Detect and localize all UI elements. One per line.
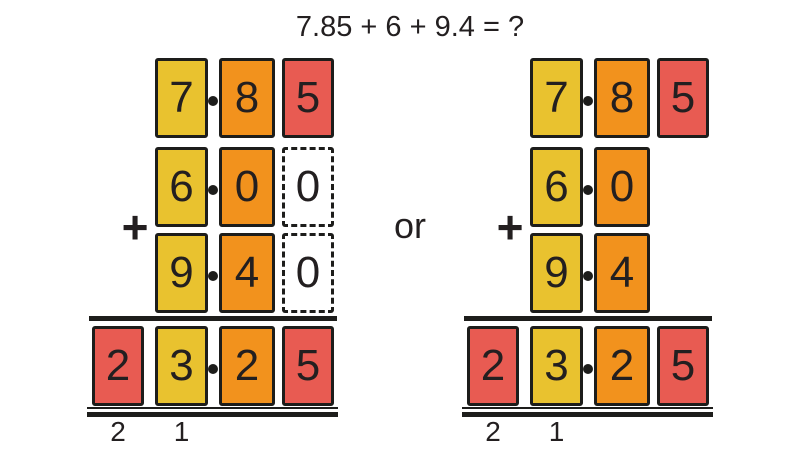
decimal-point-dot <box>208 271 218 281</box>
total-line-thick <box>87 412 338 417</box>
tile-sum-hundredths: 5 <box>282 326 334 406</box>
tile-ones: 9 <box>530 233 583 313</box>
tile-sum-tenths: 2 <box>219 326 275 406</box>
tile-sum-ones: 3 <box>155 326 208 406</box>
tile-hundredths: 5 <box>657 58 709 138</box>
equation-title: 7.85 + 6 + 9.4 = ? <box>295 11 525 43</box>
tile-tenths: 0 <box>594 147 650 227</box>
decimal-point-dot <box>583 364 593 374</box>
tile-sum-hundredths: 5 <box>657 326 709 406</box>
sum-line <box>89 316 337 321</box>
tile-tenths: 0 <box>219 147 275 227</box>
tile-ones: 6 <box>530 147 583 227</box>
carry-digit-ones: 1 <box>548 416 565 447</box>
tile-tenths: 8 <box>219 58 275 138</box>
tile-placeholder-zero: 0 <box>282 147 334 227</box>
tile-hundredths: 5 <box>282 58 334 138</box>
method-without-placeholder-zeros: 7 8 5 6 0 + 9 4 2 3 2 5 2 1 <box>375 0 800 450</box>
tile-ones: 7 <box>155 58 208 138</box>
tile-ones: 7 <box>530 58 583 138</box>
decimal-point-dot <box>208 185 218 195</box>
tile-ones: 9 <box>155 233 208 313</box>
carry-digit-ones: 1 <box>173 416 190 447</box>
tile-placeholder-zero: 0 <box>282 233 334 313</box>
tile-tenths: 8 <box>594 58 650 138</box>
tile-sum-tens: 2 <box>92 326 144 406</box>
total-line-thin <box>87 407 338 409</box>
plus-sign: + <box>496 201 524 253</box>
decimal-point-dot <box>208 96 218 106</box>
total-line-thick <box>462 412 713 417</box>
tile-ones: 6 <box>155 147 208 227</box>
decimal-point-dot <box>208 364 218 374</box>
tile-tenths: 4 <box>219 233 275 313</box>
plus-sign: + <box>121 201 149 253</box>
or-label: or <box>393 205 426 246</box>
decimal-point-dot <box>583 271 593 281</box>
tile-tenths: 4 <box>594 233 650 313</box>
method-with-placeholder-zeros: 7 8 5 6 0 0 + 9 4 0 2 3 2 5 2 1 <box>87 58 338 447</box>
carry-digit-tens: 2 <box>485 416 501 447</box>
tile-sum-ones: 3 <box>530 326 583 406</box>
tile-sum-tens: 2 <box>467 326 519 406</box>
decimal-point-dot <box>583 96 593 106</box>
tile-sum-tenths: 2 <box>594 326 650 406</box>
decimal-point-dot <box>583 185 593 195</box>
total-line-thin <box>462 407 713 409</box>
sum-line <box>464 316 712 321</box>
carry-digit-tens: 2 <box>110 416 126 447</box>
